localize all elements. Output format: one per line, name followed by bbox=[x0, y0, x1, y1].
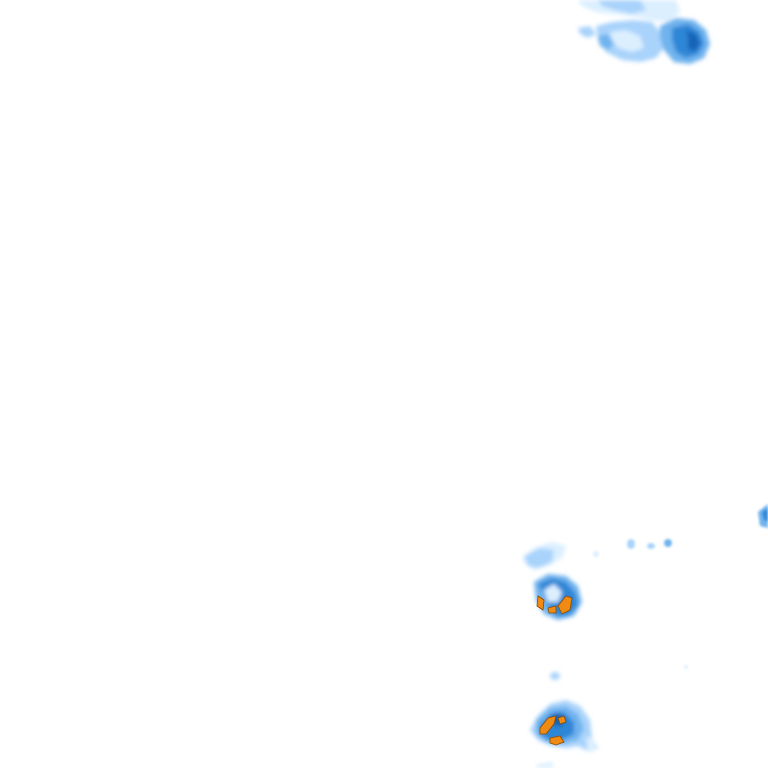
cell-small-eastern-dots bbox=[593, 539, 688, 669]
cell-southeast-lower bbox=[530, 672, 598, 768]
cell-northeast-cluster bbox=[578, 0, 710, 64]
cell-east-edge-fragment bbox=[758, 504, 768, 528]
cell-southeast-upper bbox=[522, 542, 582, 620]
